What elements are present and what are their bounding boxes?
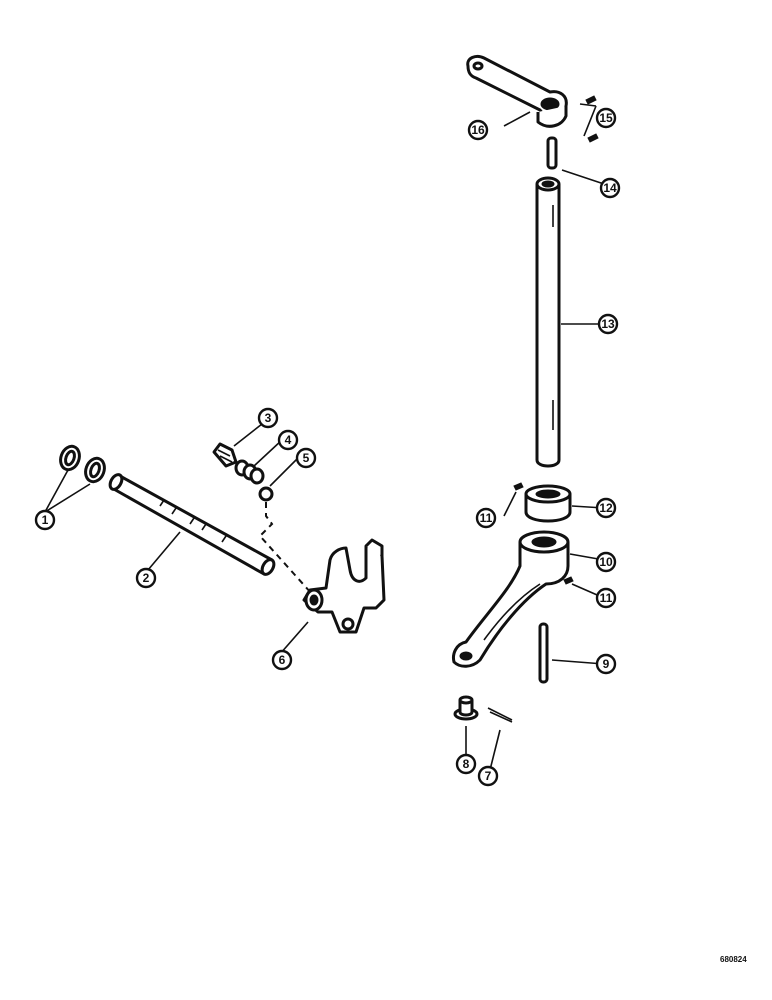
part-2-shift-rail [108,473,276,576]
part-12-bushing [524,484,572,523]
svg-text:13: 13 [601,317,615,331]
part-3-detent-plug [212,442,238,468]
callout-5: 5 [295,447,317,469]
svg-text:1: 1 [42,513,49,527]
assembly-path [258,502,313,595]
part-5-detent-ball [258,486,274,502]
svg-text:9: 9 [603,657,610,671]
callout-6: 6 [271,649,293,671]
svg-text:11: 11 [480,511,493,525]
svg-text:10: 10 [599,555,613,569]
callout-15: 15 [595,107,617,129]
part-14-roll-pin [546,136,558,170]
callout-8: 8 [455,753,477,775]
part-16-upper-lever [466,54,568,128]
part-15-set-screws [585,95,599,143]
callout-12: 12 [595,497,617,519]
callout-7: 7 [477,765,499,787]
callout-1: 1 [34,509,56,531]
part-10-lower-lever [452,530,570,668]
part-9-roll-pin [538,622,549,684]
part-11-set-screw-lower [563,576,574,585]
svg-text:11: 11 [600,591,613,605]
svg-text:3: 3 [265,411,272,425]
part-13-vertical-shaft [535,176,561,468]
part-7-cotter-pin [487,707,513,723]
svg-text:12: 12 [599,501,613,515]
svg-text:15: 15 [599,111,613,125]
callout-2: 2 [135,567,157,589]
callout-11-upper: 11 [475,507,497,529]
callout-9: 9 [595,653,617,675]
callout-10: 10 [595,551,617,573]
part-1-rings [59,444,106,484]
callout-13: 13 [597,313,619,335]
callout-16: 16 [467,119,489,141]
callout-4: 4 [277,429,299,451]
svg-text:5: 5 [303,451,310,465]
part-6-shift-fork [302,538,386,634]
svg-text:8: 8 [463,757,470,771]
drawing-code: 680824 [720,955,747,964]
part-4-detent-spring [234,459,265,485]
svg-text:16: 16 [471,123,485,137]
svg-text:7: 7 [485,769,492,783]
callout-11-lower: 11 [595,587,617,609]
svg-text:2: 2 [143,571,150,585]
svg-text:6: 6 [279,653,286,667]
leader-lines [44,103,611,771]
part-11-set-screw-upper [513,482,524,491]
part-8-clevis-pin [453,695,479,721]
svg-text:4: 4 [285,433,292,447]
callout-3: 3 [257,407,279,429]
svg-text:14: 14 [603,181,617,195]
callout-14: 14 [599,177,621,199]
